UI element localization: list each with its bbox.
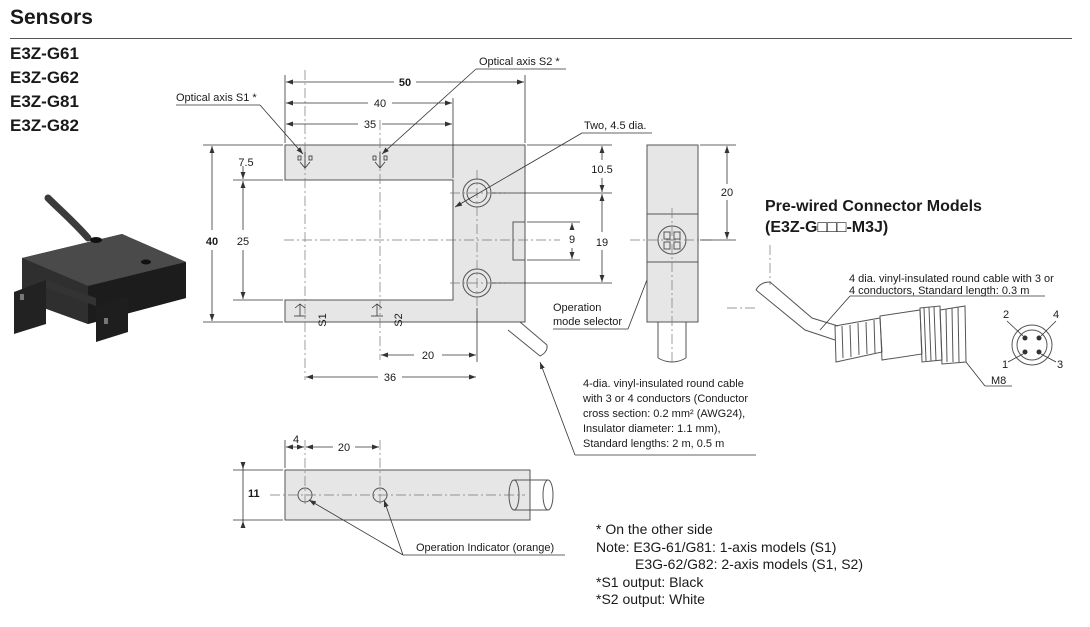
thread-label: M8 (991, 375, 1006, 387)
dim-height-25: 25 (237, 236, 249, 248)
s1-label: S1 (317, 313, 329, 326)
optical-axis-s2-label: Optical axis S2 * (479, 56, 560, 68)
dim-front-11: 11 (248, 488, 260, 500)
dim-bottom-20: 20 (422, 350, 434, 362)
axis-marker-s2-top (372, 152, 388, 169)
axis-marker-s1-bottom (294, 303, 306, 317)
cable-desc-line: Insulator diameter: 1.1 mm), (583, 423, 721, 435)
connector-title: Pre-wired Connector Models (E3Z-G□□□-M3J… (765, 196, 982, 238)
connector-cable-label-1: 4 dia. vinyl-insulated round cable with … (849, 273, 1054, 285)
dim-height-7-5: 7.5 (238, 157, 253, 169)
note-line: Note: E3G-61/G81: 1-axis models (S1) (596, 538, 837, 555)
cable-desc-line: Standard lengths: 2 m, 0.5 m (583, 438, 724, 450)
section-title: Sensors (10, 6, 93, 29)
operation-indicator-label: Operation Indicator (orange) (416, 542, 554, 554)
connector-pinout: 2 4 1 3 (1002, 309, 1063, 371)
dim-height-9: 9 (569, 234, 575, 246)
model-list: E3Z-G61 E3Z-G62 E3Z-G81 E3Z-G82 (10, 42, 79, 138)
connector-view: 4 dia. vinyl-insulated round cable with … (727, 245, 1063, 387)
model-item: E3Z-G62 (10, 68, 79, 87)
note-line: *S2 output: White (596, 591, 705, 607)
dim-side-20: 20 (721, 187, 733, 199)
model-item: E3Z-G82 (10, 116, 79, 135)
dim-width-50: 50 (399, 77, 411, 89)
note-line: E3G-62/G82: 2-axis models (S1, S2) (635, 556, 863, 572)
pin-3-label: 3 (1057, 359, 1063, 371)
top-view: S1 S2 50 40 35 20 36 40 (176, 56, 756, 456)
operation-mode-label-1: Operation (553, 302, 601, 314)
connector-model-code: (E3Z-G□□□-M3J) (765, 219, 889, 236)
dim-height-19: 19 (596, 237, 608, 249)
connector-title-line: Pre-wired Connector Models (765, 198, 982, 215)
side-view: 20 (630, 144, 736, 365)
note-line: *S1 output: Black (596, 573, 704, 590)
pin-2-label: 2 (1003, 309, 1009, 321)
axis-marker-s1-top (297, 152, 313, 169)
dim-front-4: 4 (293, 434, 299, 446)
model-item: E3Z-G61 (10, 44, 79, 63)
model-item: E3Z-G81 (10, 92, 79, 111)
sensor-photo (14, 194, 186, 342)
dim-height-40: 40 (206, 236, 218, 248)
title-rule (10, 38, 1072, 39)
dim-height-10-5: 10.5 (591, 164, 612, 176)
pin-4-label: 4 (1053, 309, 1059, 321)
s2-label: S2 (393, 313, 405, 326)
dim-width-35: 35 (364, 119, 376, 131)
note-line: * On the other side (596, 521, 713, 537)
axis-marker-s2-bottom (371, 303, 383, 317)
notes: * On the other side Note: E3G-61/G81: 1-… (596, 521, 863, 609)
optical-axis-s1-label: Optical axis S1 * (176, 92, 257, 104)
cable-desc-line: cross section: 0.2 mm² (AWG24), (583, 408, 745, 420)
pin-1-label: 1 (1002, 359, 1008, 371)
front-view: 4 20 11 Operation Indicator (orange) (233, 434, 565, 556)
holes-label: Two, 4.5 dia. (584, 120, 646, 132)
operation-mode-label-2: mode selector (553, 316, 622, 328)
cable-desc-line: with 3 or 4 conductors (Conductor (582, 393, 748, 405)
cable-desc-line: 4-dia. vinyl-insulated round cable (583, 378, 744, 390)
dim-front-20: 20 (338, 442, 350, 454)
dim-bottom-36: 36 (384, 372, 396, 384)
dim-width-40: 40 (374, 98, 386, 110)
connector-body (834, 305, 967, 365)
connector-cable-label-2: 4 conductors, Standard length: 0.3 m (849, 285, 1029, 297)
